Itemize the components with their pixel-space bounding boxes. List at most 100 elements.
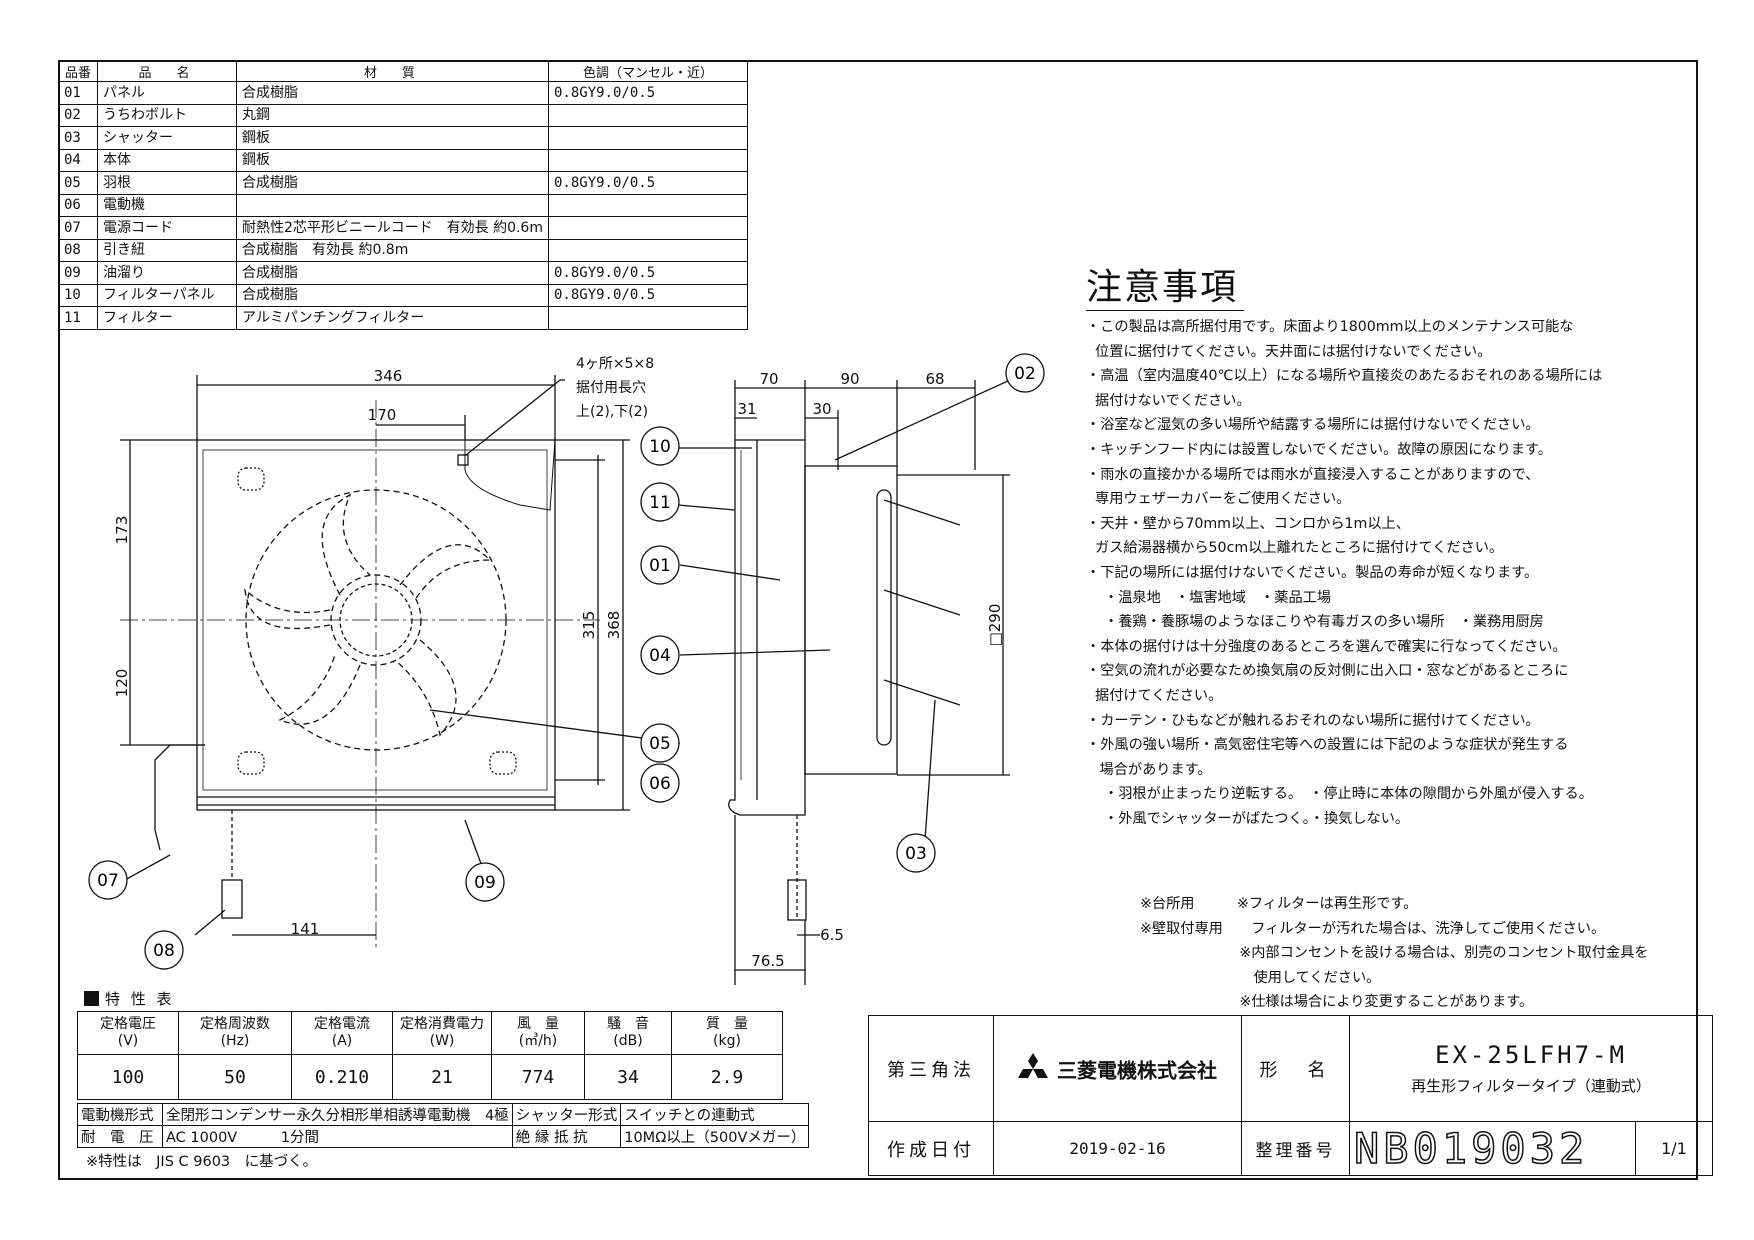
spec-header-label: 風 量	[517, 1016, 559, 1032]
note-line: 位置に据付けてください。天井面には据付けないでください。	[1086, 343, 1492, 360]
dim-70: 70	[759, 370, 778, 388]
spec-header-label: 騒 音	[607, 1016, 649, 1032]
part-no: 08	[58, 238, 98, 262]
spec-title-marker	[84, 991, 99, 1006]
part-no: 05	[58, 171, 98, 195]
callout-02: 02	[1005, 353, 1045, 393]
dim-31: 31	[737, 400, 756, 418]
side-pull-knob	[787, 879, 807, 921]
spec-header-label: 定格周波数	[200, 1016, 270, 1032]
note-line: ・下記の場所には据付けないでください。製品の寿命が短くなります。	[1086, 564, 1539, 581]
remark-line: ※台所用 ※フィルターは再生形です。	[1140, 896, 1418, 912]
remark-line: ※壁取付専用 フィルターが汚れた場合は、洗浄してご使用ください。	[1140, 920, 1606, 937]
callout-label: 07	[97, 871, 119, 891]
dim-6-5: 6.5	[820, 926, 844, 944]
parts-header-color: 色調（マンセル・近）	[547, 60, 748, 82]
spec-header-unit: (dB)	[613, 1033, 643, 1049]
spec-header-label: 定格電流	[314, 1016, 370, 1032]
number-label: 整理番号	[1241, 1121, 1350, 1176]
spec-header-unit: (㎥/h)	[518, 1033, 558, 1049]
spec-value: 0.210	[291, 1054, 393, 1100]
model-subtitle: 再生形フィルタータイプ（連動式）	[1411, 1077, 1651, 1095]
hole-note-2: 据付用長穴	[576, 380, 646, 396]
remark-line: ※内部コンセントを設ける場合は、別売のコンセント取付金具を	[1140, 945, 1649, 961]
callout-06: 06	[640, 763, 680, 803]
side-duct	[804, 465, 898, 775]
spec-title: 特 性 表	[84, 988, 175, 1009]
note-line: 据付けないでください。	[1086, 392, 1251, 409]
part-name: 電動機	[97, 193, 237, 217]
callout-label: 05	[649, 734, 671, 754]
model-label: 形 名	[1241, 1015, 1350, 1122]
dim-290: □290	[986, 604, 1004, 647]
remark-line: ※仕様は場合により変更することがあります。	[1140, 994, 1534, 1010]
part-no: 01	[58, 81, 98, 105]
callout-05: 05	[640, 723, 680, 763]
shutter-rail	[876, 489, 892, 746]
callout-label: 08	[153, 941, 175, 961]
spec-value: 774	[491, 1054, 585, 1100]
note-line: ・本体の据付けは十分強度のあるところを選んで確実に行なってください。	[1086, 638, 1567, 655]
spec-header-label: 定格消費電力	[400, 1016, 484, 1032]
part-material: アルミパンチングフィルター	[236, 306, 549, 330]
callout-01: 01	[640, 545, 680, 585]
parts-header-no: 品番	[58, 60, 98, 82]
insulation-value: 10MΩ以上（500Vメガー）	[620, 1125, 810, 1148]
callout-09: 09	[465, 862, 505, 902]
part-material: 鋼板	[236, 148, 549, 172]
spec-insulation-row: 耐 電 圧 AC 1000V 1分間 絶 縁 抵 抗 10MΩ以上（500Vメガ…	[77, 1125, 810, 1148]
note-line: ・温泉地 ・塩害地域 ・薬品工場	[1086, 589, 1332, 606]
spec-header-label: 質 量	[706, 1016, 748, 1032]
callout-11: 11	[640, 482, 680, 522]
projection: 第三角法	[868, 1015, 994, 1122]
spec-header: 風 量(㎥/h)	[491, 1011, 585, 1055]
spec-value: 50	[178, 1054, 292, 1100]
callout-label: 11	[649, 493, 671, 513]
date-value: 2019-02-16	[993, 1121, 1242, 1176]
spec-detail-table: 電動機形式 全閉形コンデンサー永久分相形単相誘導電動機 4極 シャッター形式 ス…	[77, 1103, 810, 1148]
spec-value: 34	[584, 1054, 672, 1100]
company-logo-icon	[1017, 1052, 1048, 1085]
spec-header: 騒 音(dB)	[584, 1011, 672, 1055]
spec-header: 定格消費電力(W)	[392, 1011, 492, 1055]
drawing-number: NB019032	[1349, 1121, 1636, 1176]
note-line: ・天井・壁から70mm以上、コンロから1m以上、	[1086, 515, 1410, 532]
title-row-1: 第三角法 三菱電機株式会社 形 名 EX-25LFH7-M 再生形フィルタータイ…	[868, 1015, 1713, 1122]
spec-table: 定格電圧(V)定格周波数(Hz)定格電流(A)定格消費電力(W)風 量(㎥/h)…	[77, 1011, 783, 1100]
note-line: ・カーテン・ひもなどが触れるおそれのない場所に据付けてください。	[1086, 712, 1540, 729]
callout-label: 09	[474, 873, 496, 893]
part-color: 0.8GY9.0/0.5	[547, 171, 748, 195]
sheet-number: 1/1	[1635, 1121, 1713, 1176]
callout-label: 02	[1014, 364, 1036, 384]
spec-header: 定格電圧(V)	[77, 1011, 179, 1055]
part-material: 合成樹脂	[236, 171, 549, 195]
fan-blades	[244, 493, 492, 737]
note-line: ・高温（室内温度40℃以上）になる場所や直接炎のあたるおそれのある場所には	[1086, 368, 1603, 385]
spec-value: 21	[392, 1054, 492, 1100]
callout-label: 01	[649, 556, 671, 576]
callout-label: 06	[649, 774, 671, 794]
dim-68: 68	[925, 370, 944, 388]
title-row-2: 作成日付 2019-02-16 整理番号 NB019032 1/1	[868, 1121, 1713, 1176]
callout-10: 10	[640, 426, 680, 466]
spec-header-unit: (A)	[331, 1033, 353, 1049]
model-cell: EX-25LFH7-M 再生形フィルタータイプ（連動式）	[1349, 1015, 1713, 1122]
drawing-frame	[58, 60, 1698, 1180]
hole-note-3: 上(2),下(2)	[576, 404, 648, 420]
note-line: ・この製品は高所据付用です。床面より1800mm以上のメンテナンス可能な	[1086, 319, 1574, 335]
remarks-block: ※台所用 ※フィルターは再生形です。 ※壁取付専用 フィルターが汚れた場合は、洗浄…	[1140, 892, 1648, 1015]
spec-header-unit: (W)	[429, 1033, 455, 1049]
spec-motor-row: 電動機形式 全閉形コンデンサー永久分相形単相誘導電動機 4極 シャッター形式 ス…	[77, 1103, 810, 1126]
date-label: 作成日付	[868, 1121, 994, 1176]
part-color	[547, 126, 748, 150]
remark-line: 使用してください。	[1140, 969, 1381, 986]
motor-value: 全閉形コンデンサー永久分相形単相誘導電動機 4極	[162, 1103, 513, 1126]
